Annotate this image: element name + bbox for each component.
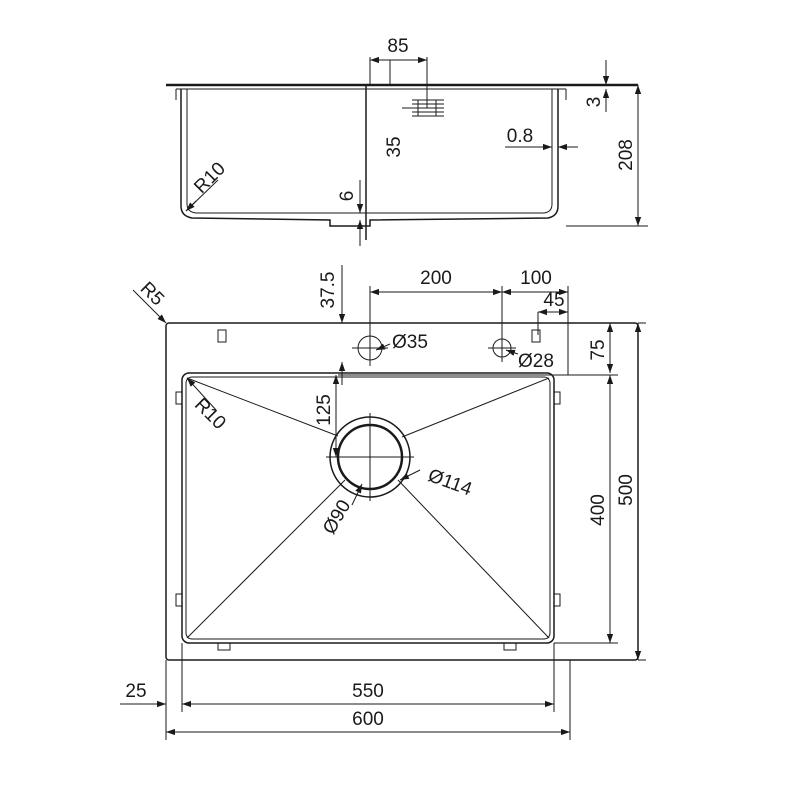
- r10-plan-leader: [186, 377, 217, 411]
- dim200-label: 200: [420, 268, 452, 289]
- dia28-label: Ø28: [518, 351, 554, 372]
- section-view: 85 35 0.8 3 208 R10: [166, 36, 648, 246]
- dim100-label: 100: [520, 268, 552, 289]
- dim45-label: 45: [543, 290, 564, 311]
- dim600-label: 600: [352, 709, 384, 730]
- dia35-leader: [375, 343, 391, 351]
- dia28-leader: [505, 349, 519, 356]
- slope-line-tl: [186, 377, 339, 437]
- section-bowl-inner: [186, 89, 553, 214]
- slope-line-br: [397, 479, 550, 639]
- mounting-clips: [175, 329, 561, 651]
- dia114-leader: [399, 469, 421, 481]
- dim208-label: 208: [616, 139, 637, 171]
- dim500-label: 500: [616, 474, 637, 506]
- plan-bowl-outer: [181, 372, 555, 644]
- dim08-label: 0.8: [507, 126, 533, 147]
- dim375-label: 37.5: [318, 272, 339, 309]
- r5-label: R5: [136, 278, 168, 310]
- plan-bowl-inner: [185, 376, 551, 640]
- dim400-label: 400: [588, 494, 609, 526]
- dia90-leader: [351, 483, 363, 506]
- dia114-label: Ø114: [425, 465, 475, 500]
- dim550-label: 550: [352, 681, 384, 702]
- r10-top-arrow: [185, 200, 197, 212]
- dim85-label: 85: [387, 36, 408, 57]
- slope-line-bl: [186, 479, 346, 639]
- r5-leader: [132, 289, 167, 324]
- section-bowl-outer: [180, 89, 559, 227]
- dim35-label: 35: [384, 136, 405, 157]
- dim6-label: 6: [337, 191, 358, 202]
- r10-plan-label: R10: [190, 394, 229, 433]
- dim125-label: 125: [314, 394, 335, 426]
- dim25-label: 25: [125, 681, 146, 702]
- dia90-label: Ø90: [319, 496, 355, 538]
- dim75-label: 75: [588, 339, 609, 360]
- slope-line-tr: [401, 377, 550, 438]
- r10-top-label: R10: [190, 158, 229, 197]
- dim3-label: 3: [584, 97, 605, 108]
- dia35-label: Ø35: [392, 332, 428, 353]
- plan-view: R5 37.5 200 100 45 75 Ø35 Ø28 125 R10: [120, 265, 646, 740]
